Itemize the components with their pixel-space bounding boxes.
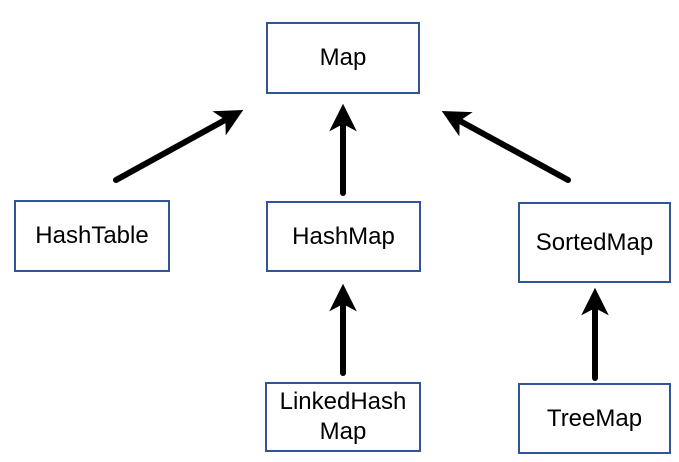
node-hashmap-label: HashMap — [292, 222, 395, 250]
node-linkedhashmap-label: LinkedHash Map — [279, 388, 407, 445]
node-hashmap: HashMap — [266, 201, 421, 272]
node-hashtable: HashTable — [14, 200, 170, 272]
edge-hashtable-to-map-arrow — [113, 110, 244, 183]
node-map-label: Map — [319, 44, 367, 71]
node-treemap: TreeMap — [518, 383, 671, 454]
node-sortedmap-label: SortedMap — [535, 228, 654, 256]
node-map: Map — [266, 22, 420, 94]
node-linkedhashmap: LinkedHash Map — [265, 382, 421, 452]
node-treemap-label: TreeMap — [546, 404, 643, 432]
node-hashtable-label: HashTable — [35, 222, 149, 249]
edge-sortedmap-to-map-arrow — [441, 111, 571, 183]
node-sortedmap: SortedMap — [518, 202, 671, 283]
